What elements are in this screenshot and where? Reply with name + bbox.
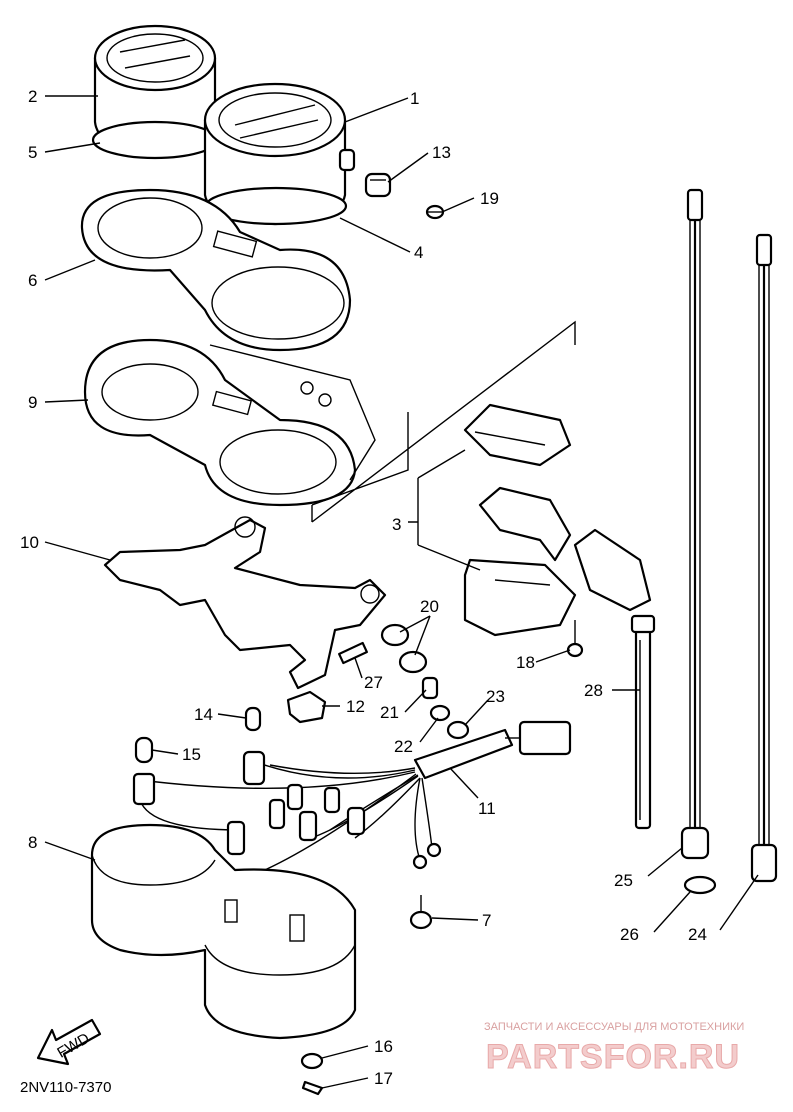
- watermark-tagline: ЗАПЧАСТИ И АКСЕССУАРЫ ДЛЯ МОТОТЕХНИКИ: [484, 1021, 744, 1033]
- label-11: 11: [478, 799, 496, 818]
- label-22: 22: [394, 737, 413, 756]
- speedometer-cable-25: [680, 188, 710, 860]
- washer-22: [429, 704, 451, 722]
- gauge-ring-5: [91, 120, 219, 160]
- tachometer-cable-24: [750, 233, 778, 883]
- grommet-20: [380, 623, 428, 674]
- label-28: 28: [584, 681, 603, 700]
- label-26: 26: [620, 925, 639, 944]
- label-9: 9: [28, 393, 37, 412]
- watermark: ЗАПЧАСТИ И АКСЕССУАРЫ ДЛЯ МОТОТЕХНИКИ PA…: [484, 1021, 744, 1077]
- diagram-code: 2NV110-7370: [20, 1079, 111, 1096]
- collar-21: [421, 676, 439, 700]
- indicator-light-assembly-3: [463, 403, 652, 637]
- screw-19: [425, 204, 445, 220]
- label-24: 24: [688, 925, 707, 944]
- cable-band-28: [630, 614, 656, 830]
- label-12: 12: [346, 697, 365, 716]
- label-27: 27: [364, 673, 383, 692]
- part-number-labels: 1 2 3 4 5 6 7 8 9 10 11 12 13 14 15 16 1…: [20, 87, 707, 1088]
- wire-harness-11: [132, 720, 572, 881]
- label-3: 3: [392, 515, 401, 534]
- bulb-14: [244, 706, 262, 732]
- label-17: 17: [374, 1069, 393, 1088]
- watermark-brand: PARTSFOR.RU: [486, 1038, 740, 1076]
- label-7: 7: [482, 911, 491, 930]
- label-8: 8: [28, 833, 37, 852]
- label-18: 18: [516, 653, 535, 672]
- label-15: 15: [182, 745, 201, 764]
- leader-lines: [44, 95, 759, 1089]
- meter-holder-9: [83, 338, 376, 507]
- fwd-arrow-icon: FWD: [36, 1018, 102, 1066]
- label-25: 25: [614, 871, 633, 890]
- holder-12: [286, 690, 327, 724]
- lamp-socket-13: [364, 172, 392, 198]
- label-14: 14: [194, 705, 213, 724]
- label-5: 5: [28, 143, 37, 162]
- bulb-15: [134, 736, 154, 764]
- assembly-outline: [311, 320, 576, 523]
- label-16: 16: [374, 1037, 393, 1056]
- label-2: 2: [28, 87, 37, 106]
- label-19: 19: [480, 189, 499, 208]
- meter-panel-6: [80, 188, 352, 352]
- label-4: 4: [414, 243, 423, 262]
- clip-16: [300, 1052, 324, 1070]
- label-10: 10: [20, 533, 39, 552]
- label-21: 21: [380, 703, 399, 722]
- collar-27: [338, 641, 368, 665]
- screw-17: [301, 1080, 324, 1096]
- o-ring-26: [683, 875, 717, 895]
- stay-bracket-10: [103, 516, 387, 690]
- meter-cover-8: [90, 823, 357, 1040]
- nut-23: [446, 720, 470, 740]
- label-13: 13: [432, 143, 451, 162]
- label-23: 23: [486, 687, 505, 706]
- screw-7: [409, 895, 433, 930]
- label-20: 20: [420, 597, 439, 616]
- label-1: 1: [410, 89, 419, 108]
- label-6: 6: [28, 271, 37, 290]
